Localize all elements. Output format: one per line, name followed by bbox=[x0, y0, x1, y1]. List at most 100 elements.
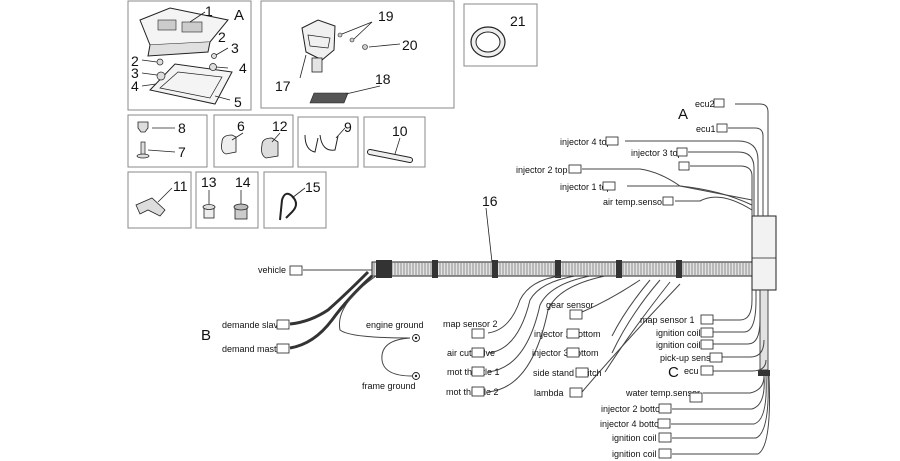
label-injector4-top: injector 4 top bbox=[560, 137, 612, 147]
panel-tube: 10 bbox=[363, 116, 426, 168]
panel-cable-guides: 9 bbox=[297, 116, 359, 168]
label-injector2-top: injector 2 top bbox=[516, 165, 568, 175]
part-number-11: 11 bbox=[173, 178, 188, 194]
panel-clamps: 6 12 bbox=[213, 114, 294, 168]
part-number-19: 19 bbox=[378, 8, 394, 24]
label-map-sensor-2: map sensor 2 bbox=[443, 319, 498, 329]
part-number-20: 20 bbox=[402, 37, 418, 53]
letter-b: B bbox=[201, 327, 211, 344]
wires-bottom-middle bbox=[487, 275, 681, 393]
label-ignition-coil-1: ignition coil 1 bbox=[656, 340, 708, 350]
part-number-16: 16 bbox=[482, 193, 498, 209]
panel-ecu: 1 A 2 3 2 3 4 4 5 bbox=[127, 0, 252, 111]
part-number-4: 4 bbox=[131, 78, 139, 94]
connector-ignition-coil-1 bbox=[700, 339, 714, 350]
label-air-temp-sensor: air temp.sensor bbox=[603, 197, 665, 207]
connector-map-sensor-1 bbox=[700, 314, 714, 325]
connector-ecu bbox=[700, 365, 714, 376]
panel-spacers: 13 14 bbox=[195, 171, 259, 229]
connector-map-sensor-2 bbox=[471, 328, 485, 339]
panel-clip: 11 bbox=[127, 171, 192, 229]
connector-ignition-coil-2 bbox=[658, 432, 672, 443]
connector-injector2-bottom bbox=[658, 403, 672, 414]
connector-vehicle bbox=[289, 265, 303, 276]
connector-lambda bbox=[569, 387, 583, 398]
connector-air-cut-valve bbox=[471, 347, 485, 358]
connector-injector3-bottom bbox=[566, 347, 580, 358]
connector-demand-master bbox=[276, 343, 290, 354]
part-number-2: 2 bbox=[218, 29, 226, 45]
connector-air-temp-sensor bbox=[662, 196, 674, 206]
connector-ignition-coil-3 bbox=[700, 327, 714, 338]
connector-injector1-top bbox=[602, 181, 616, 191]
label-vehicle: vehicle bbox=[258, 265, 286, 275]
connector-side-stand-switch bbox=[575, 367, 589, 378]
label-map-sensor-1: map sensor 1 bbox=[640, 315, 695, 325]
wires-top bbox=[582, 103, 769, 216]
connector-gear-sensor bbox=[569, 309, 583, 320]
part-number-14: 14 bbox=[235, 174, 251, 190]
label-injector1-top: injector 1 top bbox=[560, 182, 612, 192]
part-number-12: 12 bbox=[272, 118, 288, 134]
connector-ecu2 bbox=[713, 98, 725, 108]
connector-water-temp-sensor bbox=[689, 392, 703, 403]
part-number-9: 9 bbox=[344, 119, 352, 135]
part-number-15: 15 bbox=[305, 179, 321, 195]
connector-injector3-top bbox=[676, 147, 688, 157]
panel-ring: 21 bbox=[463, 3, 538, 67]
label-engine-ground: engine ground bbox=[366, 320, 424, 330]
letter-a-top: A bbox=[234, 7, 244, 24]
main-harness: 16 bbox=[371, 193, 777, 376]
label-frame-ground: frame ground bbox=[362, 381, 416, 391]
connector-injector4-top bbox=[605, 136, 619, 146]
letter-a-right: A bbox=[678, 106, 688, 123]
panel-bracket: 19 20 17 18 bbox=[260, 0, 455, 109]
part-number-1: 1 bbox=[205, 3, 213, 19]
label-injector2-bottom: injector 2 bottom bbox=[601, 404, 668, 414]
letter-c: C bbox=[668, 364, 679, 381]
part-number-3b: 3 bbox=[131, 65, 139, 81]
connector-mot-throttle-2 bbox=[471, 386, 485, 397]
part-number-3: 3 bbox=[231, 40, 239, 56]
part-number-17: 17 bbox=[275, 78, 291, 94]
part-number-4b: 4 bbox=[239, 60, 247, 76]
part-number-5: 5 bbox=[234, 94, 242, 110]
panel-p-clip: 15 bbox=[263, 171, 327, 229]
label-ignition-coil-3: ignition coil 3 bbox=[656, 328, 708, 338]
wires-right-bottom bbox=[671, 290, 771, 455]
label-ecu1: ecu1 bbox=[696, 124, 716, 134]
connector-labels: ecu2 A ecu1 injector 4 top injector 3 to… bbox=[201, 98, 728, 459]
label-air-cut-valve: air cut valve bbox=[447, 348, 495, 358]
label-ignition-coil-4: ignition coil 4 bbox=[612, 449, 664, 459]
label-demand-master: demand master bbox=[222, 344, 285, 354]
part-number-2b: 2 bbox=[131, 53, 139, 69]
label-pickup-sensor: pick-up sensor bbox=[660, 353, 719, 363]
part-number-18: 18 bbox=[375, 71, 391, 87]
label-injector4-bottom: injector 4 bottom bbox=[600, 419, 667, 429]
connector-demande-slave bbox=[276, 319, 290, 330]
wires-left bbox=[289, 269, 413, 377]
label-injector3-top: injector 3 top bbox=[631, 148, 683, 158]
connector-injector2-top bbox=[568, 164, 582, 174]
connector-injector4-bottom bbox=[657, 418, 671, 429]
connector-ecu1 bbox=[716, 123, 728, 133]
label-demande-slave: demande slave bbox=[222, 320, 283, 330]
connector-ignition-coil-4 bbox=[658, 448, 672, 459]
label-ignition-coil-2: ignition coil 2 bbox=[612, 433, 664, 443]
connector-mot-throttle-1 bbox=[471, 366, 485, 377]
part-number-7: 7 bbox=[178, 144, 186, 160]
label-gear-sensor: gear sensor bbox=[546, 300, 594, 310]
label-ecu2: ecu2 bbox=[695, 99, 715, 109]
part-number-10: 10 bbox=[392, 123, 408, 139]
label-ecu: ecu bbox=[684, 366, 699, 376]
connector-spare bbox=[678, 161, 690, 171]
connector-injector1-bottom bbox=[566, 328, 580, 339]
connector-pickup-sensor bbox=[709, 352, 723, 363]
label-side-stand-switch: side stand switch bbox=[533, 368, 602, 378]
part-number-13: 13 bbox=[201, 174, 217, 190]
label-lambda: lambda bbox=[534, 388, 564, 398]
label-water-temp-sensor: water temp.sensor bbox=[625, 388, 700, 398]
part-number-6: 6 bbox=[237, 118, 245, 134]
